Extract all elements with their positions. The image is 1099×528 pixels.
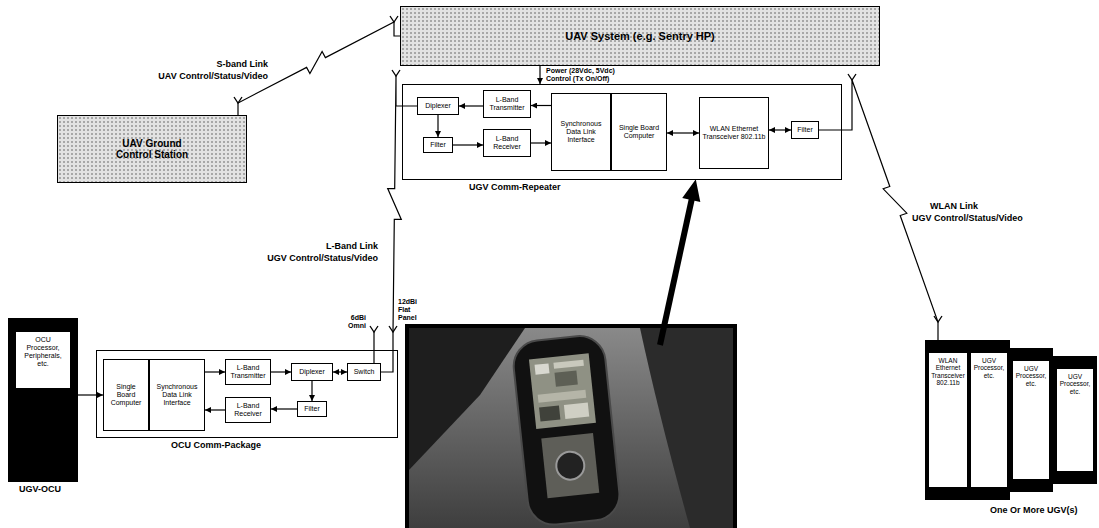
- connector: [271, 408, 297, 409]
- antenna-symbol: [392, 70, 400, 76]
- antenna-symbol: [848, 74, 856, 80]
- process-box: L-Band Receiver: [225, 397, 271, 423]
- process-box: Synchronous Data Link Interface: [551, 93, 611, 171]
- box-text: Switch: [354, 368, 375, 376]
- group-box: UGV-OCUOCU Processor, Peripherals, etc.: [8, 318, 78, 482]
- photo-frame: [407, 326, 735, 528]
- connector: [453, 144, 483, 145]
- connector: [78, 394, 103, 395]
- box-text: Filter: [304, 405, 320, 413]
- process-box: Diplexer: [291, 363, 333, 381]
- connector: [459, 105, 483, 106]
- process-box: WLAN Ethernet Transceiver 802.11b: [928, 352, 968, 488]
- link-label: Control (Tx On/Off): [546, 75, 609, 83]
- box-text: Diplexer: [299, 368, 325, 376]
- process-box: L-Band Transmitter: [483, 90, 531, 118]
- box-text: L-Band Receiver: [228, 402, 268, 418]
- process-box: UGV Processor, etc.: [970, 352, 1008, 488]
- box-text: L-Band Transmitter: [228, 364, 268, 380]
- box-text: UGV Processor, etc.: [973, 357, 1005, 379]
- box-text: OCU Processor, Peripherals, etc.: [18, 336, 68, 368]
- connector: [531, 142, 551, 143]
- link-label: UGV Control/Status/Video: [250, 252, 378, 264]
- process-box: OCU Processor, Peripherals, etc.: [15, 331, 71, 389]
- box-text: Synchronous Data Link Interface: [554, 120, 608, 144]
- box-text: UGV Processor, etc.: [1059, 373, 1091, 395]
- process-box: Single Board Computer: [611, 93, 667, 171]
- antenna-mast: [373, 332, 374, 363]
- link-label: UGV Control/Status/Video: [912, 212, 1023, 224]
- process-box: Single Board Computer: [103, 359, 149, 431]
- antenna-symbol: [370, 326, 378, 332]
- process-box: UGV Processor, etc.: [1056, 368, 1094, 472]
- link-label: 6dBi Omni: [340, 314, 366, 330]
- link-label: WLAN Link: [930, 200, 978, 212]
- process-box: Filter: [297, 401, 327, 417]
- link-label: UAV Control/Status/Video: [140, 70, 268, 82]
- process-box: UAV Ground Control Station: [57, 115, 247, 183]
- connector: [769, 129, 791, 130]
- radio-link: [381, 76, 417, 372]
- box-text: WLAN Ethernet Transceiver 802.11b: [931, 357, 965, 387]
- process-box: Filter: [791, 121, 819, 139]
- connector: [311, 381, 312, 401]
- group-heading: OCU Comm-Package: [171, 440, 261, 451]
- link-label: Power (28Vdc, 5Vdc): [546, 67, 615, 75]
- connector: [205, 409, 225, 410]
- box-text: WLAN Ethernet Transceiver 802.11b: [702, 125, 766, 141]
- photo-shadow: [640, 328, 733, 528]
- connector: [333, 371, 347, 372]
- group-box: UGV Comm-RepeaterDiplexerL-Band Transmit…: [402, 84, 842, 180]
- process-box: UGV Processor, etc.: [1012, 360, 1050, 480]
- process-box: Switch: [347, 363, 381, 381]
- process-box: Diplexer: [417, 97, 459, 115]
- box-text: Single Board Computer: [106, 383, 146, 407]
- box-text: UGV Processor, etc.: [1015, 365, 1047, 387]
- process-box: UAV System (e.g. Sentry HP): [400, 6, 880, 66]
- connector: [531, 105, 551, 106]
- connector: [667, 132, 699, 133]
- link-label: 12dBi Flat Panel: [398, 298, 426, 322]
- group-heading: UGV-OCU: [19, 484, 61, 495]
- box-text: L-Band Receiver: [486, 135, 528, 151]
- repeater-photo: [511, 334, 622, 528]
- box-text: UAV System (e.g. Sentry HP): [565, 30, 715, 43]
- link-label: L-Band Link: [250, 240, 378, 252]
- process-box: Synchronous Data Link Interface: [149, 359, 205, 431]
- link-label: One Or More UGV(s): [990, 504, 1078, 516]
- box-text: Filter: [797, 126, 813, 134]
- connector: [539, 66, 540, 84]
- photo-shadow: [409, 328, 525, 470]
- box-text: Diplexer: [425, 102, 451, 110]
- connector: [205, 371, 225, 372]
- box-text: L-Band Transmitter: [486, 96, 528, 112]
- group-heading: UGV Comm-Repeater: [469, 182, 561, 193]
- link-label: S-band Link: [140, 58, 268, 70]
- box-text: Synchronous Data Link Interface: [152, 383, 202, 407]
- box-text: UAV Ground Control Station: [112, 138, 192, 161]
- antenna-symbol: [390, 16, 398, 22]
- box-text: Filter: [430, 141, 446, 149]
- pointer-arrow: [660, 198, 692, 345]
- process-box: Filter: [423, 137, 453, 153]
- connector: [271, 371, 291, 372]
- box-text: Single Board Computer: [614, 124, 664, 140]
- connector: [437, 115, 438, 137]
- process-box: L-Band Receiver: [483, 129, 531, 157]
- process-box: WLAN Ethernet Transceiver 802.11b: [699, 97, 769, 169]
- pointer-arrowhead: [685, 183, 699, 200]
- process-box: L-Band Transmitter: [225, 359, 271, 385]
- group-box: OCU Comm-PackageSingle Board ComputerSyn…: [96, 350, 398, 438]
